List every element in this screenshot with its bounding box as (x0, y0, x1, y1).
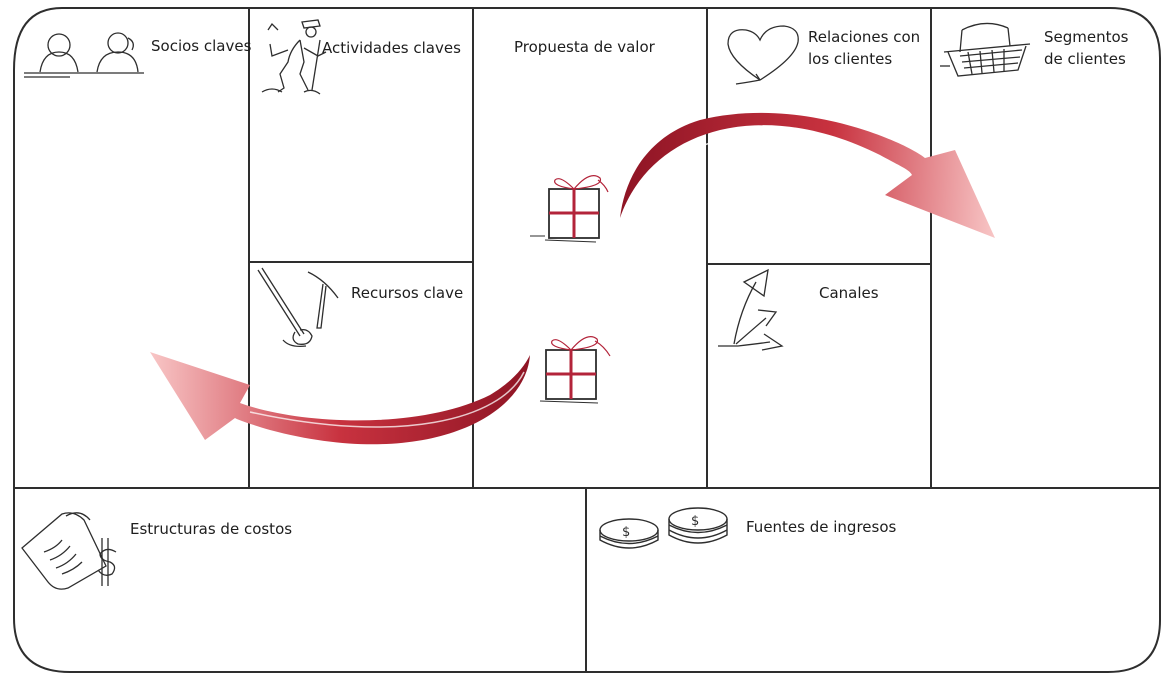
cost-structure-label: Estructuras de costos (130, 519, 292, 539)
flow-arrow-right (620, 113, 995, 238)
customer-segments-label-line2: de clientes (1044, 49, 1126, 69)
customer-relationships-label-line1: Relaciones con (808, 27, 920, 47)
gift-icon (540, 337, 610, 403)
canvas-grid (14, 8, 1160, 672)
key-resources-label: Recursos clave (351, 283, 463, 303)
key-partners-label: Socios claves (151, 36, 251, 56)
gift-icon (530, 176, 608, 242)
customer-relationships-label-line2: los clientes (808, 49, 892, 69)
svg-text:$: $ (622, 525, 630, 540)
channels-label: Canales (819, 283, 879, 303)
pickaxe-icon (258, 268, 338, 346)
basket-icon (940, 23, 1030, 76)
svg-text:$: $ (691, 514, 699, 529)
value-proposition-label: Propuesta de valor (514, 37, 655, 57)
invoice-icon (22, 513, 116, 589)
heart-icon (728, 26, 798, 84)
partners-icon (24, 33, 144, 77)
worker-icon (262, 20, 326, 94)
coins-icon: $ $ (600, 508, 727, 548)
customer-segments-label-line1: Segmentos (1044, 27, 1129, 47)
key-activities-label: Actividades claves (322, 38, 461, 58)
revenue-streams-label: Fuentes de ingresos (746, 517, 896, 537)
channel-arrows-icon (718, 270, 782, 350)
